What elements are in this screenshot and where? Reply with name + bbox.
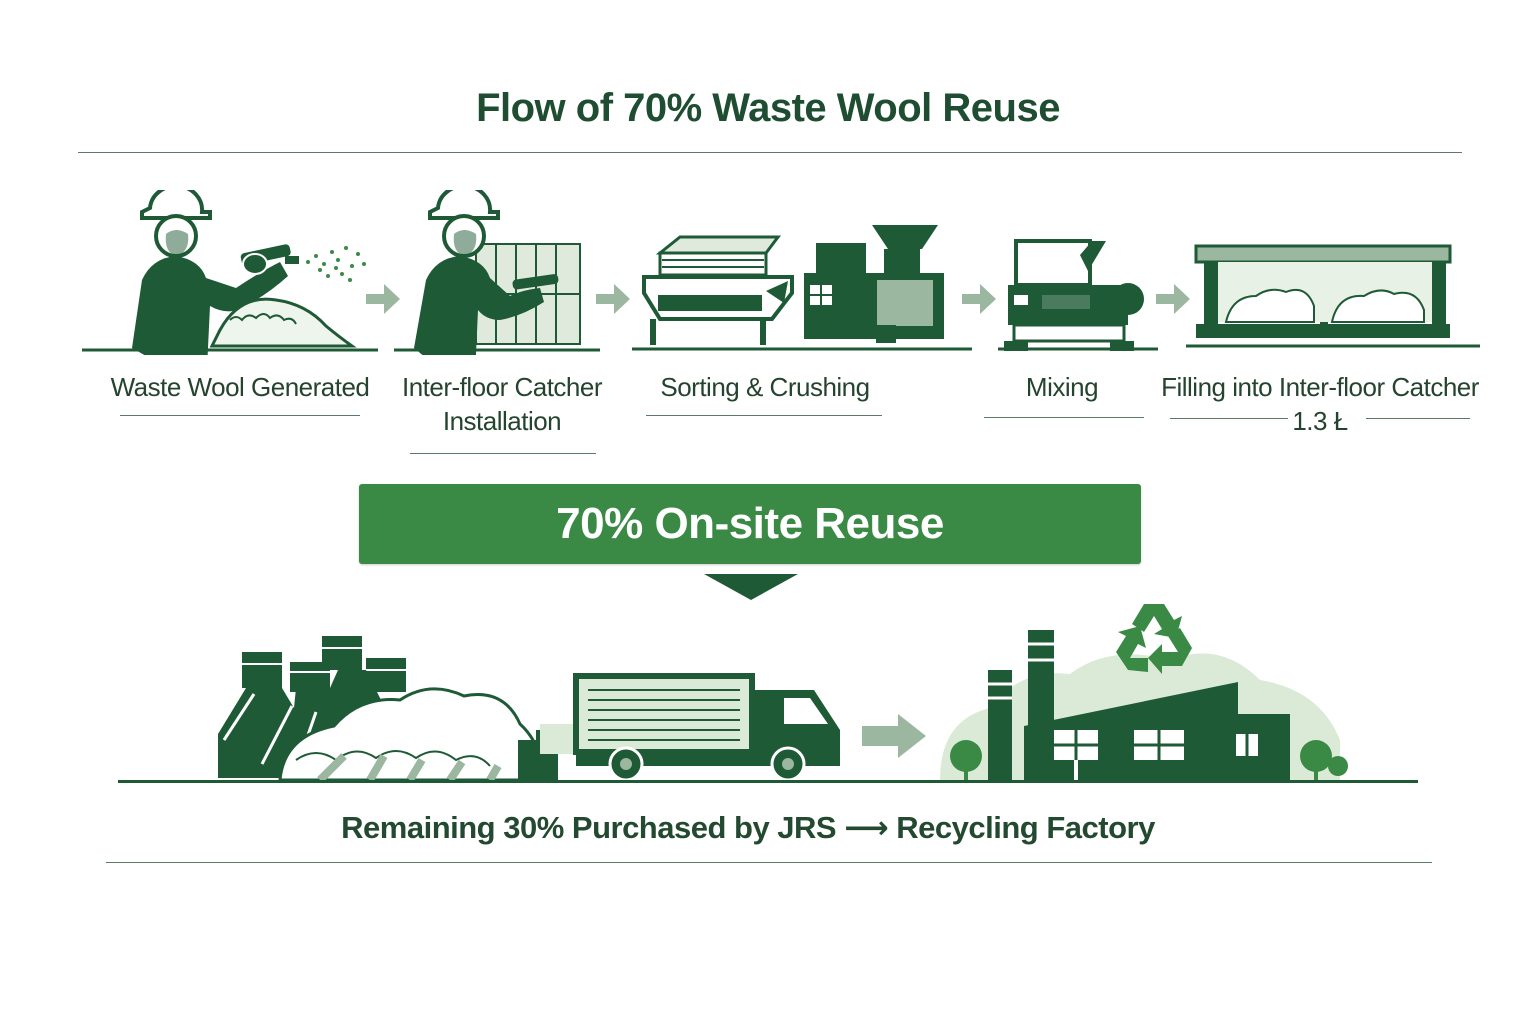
step-label-catcher-installation: Inter-floor Catcher Installation xyxy=(382,370,622,438)
step-divider xyxy=(410,453,596,454)
step-label-line2: 1.3 Ł xyxy=(1292,406,1348,436)
crushing-machine-icon xyxy=(632,225,972,351)
step-divider xyxy=(1170,418,1288,419)
arrow-down-icon xyxy=(704,574,798,600)
arrow-right-icon xyxy=(962,284,996,314)
bottom-divider xyxy=(106,862,1432,863)
title-divider xyxy=(78,152,1462,153)
step-label-filling: Filling into Inter-floor Catcher 1.3 Ł xyxy=(1156,370,1484,438)
arrow-right-icon xyxy=(1156,284,1190,314)
onsite-reuse-banner: 70% On-site Reuse xyxy=(359,484,1141,564)
remaining-recycling-text: Remaining 30% Purchased by JRS ⟶ Recycli… xyxy=(341,810,1155,845)
step-label-mixing: Mixing xyxy=(1025,372,1099,402)
mixing-machine-icon xyxy=(998,239,1158,351)
step-divider xyxy=(984,417,1144,418)
step-label-line1: Filling into Inter-floor Catcher xyxy=(1161,372,1479,402)
step-label-line1: Inter-floor Catcher xyxy=(401,372,603,402)
catcher-filled-icon xyxy=(1186,244,1480,348)
step-label-waste-wool: Waste Wool Generated xyxy=(110,372,370,402)
arrow-right-icon xyxy=(596,284,630,314)
recycle-icon xyxy=(1116,604,1192,674)
waste-pile-icon xyxy=(218,636,558,783)
step-label-sorting-crushing: Sorting & Crushing xyxy=(660,372,870,402)
diagram-title: Flow of 70% Waste Wool Reuse xyxy=(476,86,1060,130)
step-label-line2: Installation xyxy=(442,406,562,436)
recycling-factory-icon xyxy=(940,630,1348,780)
arrow-right-icon xyxy=(862,714,926,758)
step-divider xyxy=(120,415,360,416)
step-divider xyxy=(1366,418,1470,419)
worker-spraying-icon xyxy=(82,190,378,355)
worker-installing-icon xyxy=(394,190,600,355)
step-divider xyxy=(646,415,882,416)
arrow-right-icon xyxy=(366,284,400,314)
ground-line xyxy=(118,780,1418,783)
truck-icon xyxy=(540,673,840,782)
